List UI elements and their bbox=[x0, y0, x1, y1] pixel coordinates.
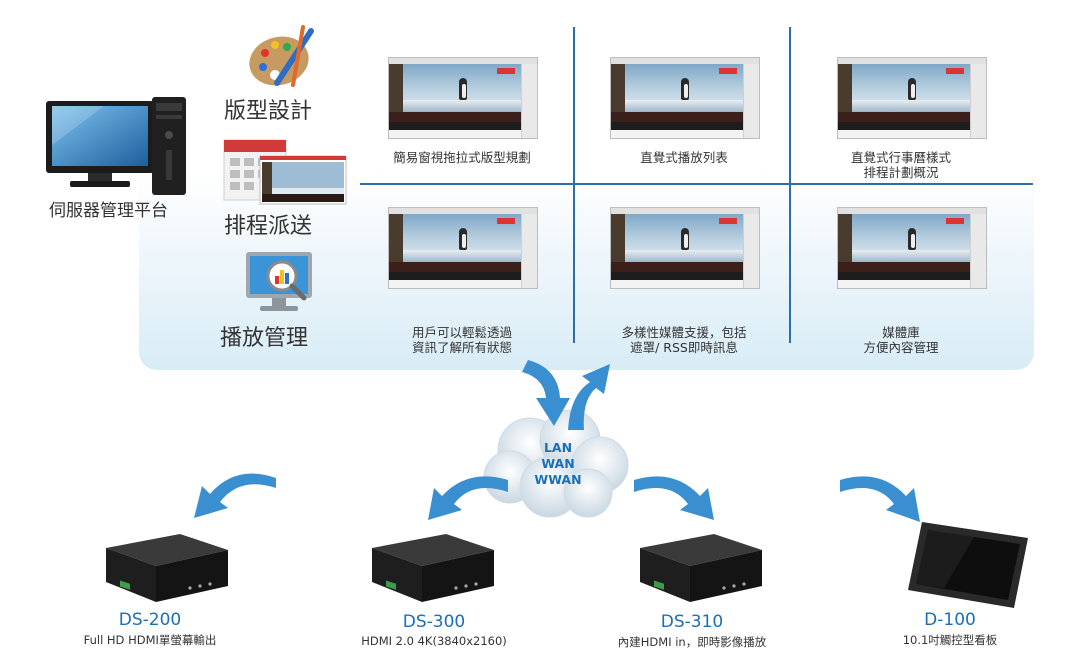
device-description: Full HD HDMI單螢幕輸出 bbox=[83, 633, 217, 647]
device-name: DS-200 bbox=[118, 610, 182, 630]
ds200-device-icon bbox=[106, 534, 228, 602]
server-computer-icon bbox=[46, 97, 186, 195]
function-label-playback: 播放管理 bbox=[220, 326, 309, 351]
ds300-device-icon bbox=[372, 534, 494, 602]
screenshot-thumbnail bbox=[837, 207, 987, 289]
palette-icon bbox=[249, 25, 314, 87]
screenshot-thumbnail bbox=[388, 57, 538, 139]
device-description: 內建HDMI in，即時影像播放 bbox=[617, 635, 767, 649]
feature-caption: 媒體庫方便內容管理 bbox=[863, 325, 939, 355]
grid-divider-h bbox=[360, 183, 1033, 185]
feature-caption: 多樣性媒體支援，包括遮罩/ RSS即時訊息 bbox=[621, 325, 747, 355]
calendar-schedule-icon bbox=[223, 139, 347, 205]
function-label-layout: 版型設計 bbox=[224, 99, 313, 124]
screenshot-thumbnail bbox=[610, 207, 760, 289]
screenshot-thumbnail bbox=[388, 207, 538, 289]
feature-caption: 直覺式播放列表 bbox=[640, 150, 728, 165]
server-label: 伺服器管理平台 bbox=[49, 201, 168, 221]
sync-arrows-icon bbox=[522, 360, 610, 430]
screenshot-thumbnail bbox=[837, 57, 987, 139]
function-label-schedule: 排程派送 bbox=[224, 214, 313, 239]
ds310-device-icon bbox=[640, 534, 762, 602]
screenshot-thumbnail bbox=[610, 57, 760, 139]
device-description: HDMI 2.0 4K(3840x2160) bbox=[361, 634, 507, 648]
arrow-to-d100-icon bbox=[840, 476, 920, 522]
device-name: D-100 bbox=[924, 610, 976, 630]
feature-caption: 直覺式行事曆樣式排程計劃概況 bbox=[850, 150, 951, 180]
device-name: DS-310 bbox=[660, 612, 724, 632]
grid-divider-v2 bbox=[789, 27, 791, 343]
device-name: DS-300 bbox=[402, 612, 466, 632]
feature-caption: 用戶可以輕鬆透過資訊了解所有狀態 bbox=[411, 325, 512, 355]
arrow-to-ds300-icon bbox=[428, 476, 508, 520]
feature-caption: 簡易窗視拖拉式版型規劃 bbox=[393, 150, 531, 165]
cloud-icon bbox=[483, 409, 629, 518]
d100-tablet-icon bbox=[908, 522, 1028, 608]
grid-divider-v1 bbox=[573, 27, 575, 343]
monitor-magnifier-icon bbox=[246, 252, 312, 311]
device-description: 10.1吋觸控型看板 bbox=[902, 633, 998, 647]
arrow-to-ds310-icon bbox=[634, 476, 714, 520]
network-label: LAN WAN WWAN bbox=[534, 440, 582, 487]
arrow-to-ds200-icon bbox=[194, 473, 276, 518]
